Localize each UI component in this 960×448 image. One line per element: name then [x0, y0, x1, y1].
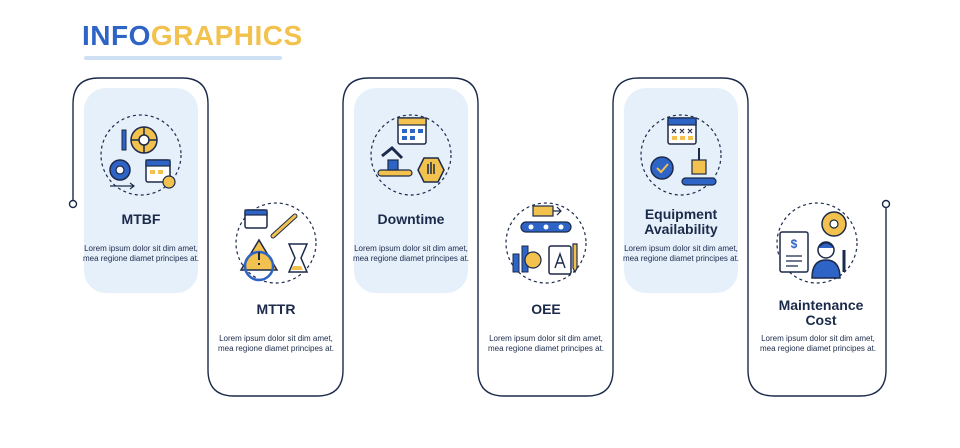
equipment-availability-icon — [640, 114, 722, 196]
step-description-mtbf: Lorem ipsum dolor sit dim amet, mea regi… — [82, 244, 200, 263]
equipment-effectiveness-icon — [505, 202, 587, 284]
title-part-info: INFO — [82, 20, 151, 51]
step-label-downtime: Downtime — [377, 211, 445, 227]
step-description-equipment-availability: Lorem ipsum dolor sit dim amet, mea regi… — [622, 244, 740, 263]
step-label-maintenance-cost: Maintenance Cost — [778, 297, 864, 328]
step-label-mtbf: MTBF — [121, 211, 161, 227]
step-description-downtime: Lorem ipsum dolor sit dim amet, mea regi… — [352, 244, 470, 263]
infographic-title: INFOGRAPHICS — [82, 20, 303, 52]
step-label-equipment-availability: Equipment Availability — [644, 206, 718, 237]
step-label-oee: OEE — [531, 301, 561, 317]
step-panel-mtbf — [84, 88, 198, 293]
step-label-mttr: MTTR — [256, 301, 296, 317]
title-underline — [84, 56, 282, 60]
maintenance-cost-icon: $ — [776, 202, 858, 284]
step-description-maintenance-cost: Lorem ipsum dolor sit dim amet, mea regi… — [759, 334, 877, 353]
svg-text:$: $ — [791, 237, 798, 251]
title-part-graphics: GRAPHICS — [150, 20, 303, 51]
production-stop-icon — [370, 114, 452, 196]
step-description-oee: Lorem ipsum dolor sit dim amet, mea regi… — [487, 334, 605, 353]
step-description-mttr: Lorem ipsum dolor sit dim amet, mea regi… — [217, 334, 335, 353]
maintenance-schedule-icon — [100, 114, 182, 196]
repair-time-icon — [235, 202, 317, 284]
